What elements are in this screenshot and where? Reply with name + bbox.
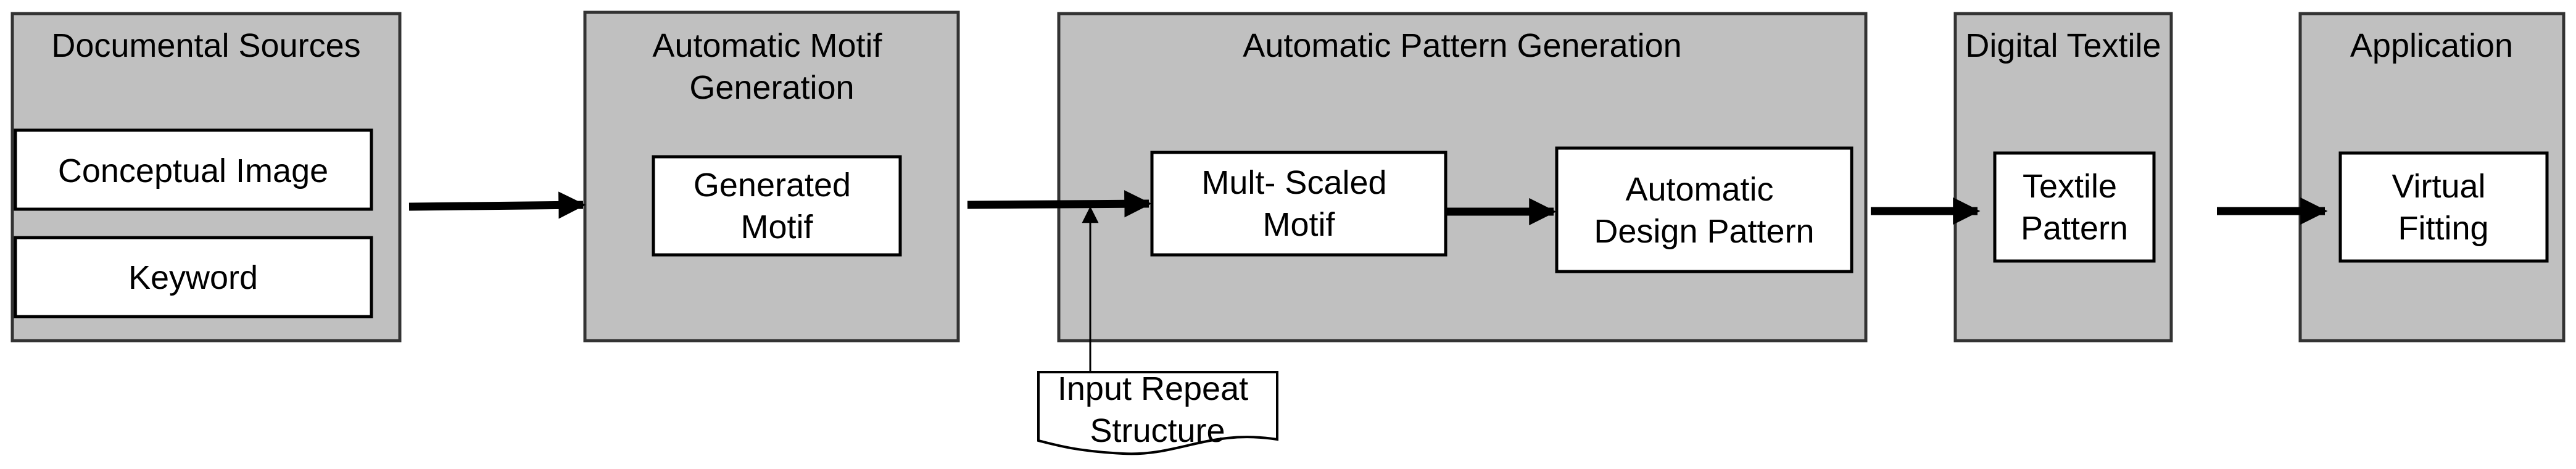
stage-automatic-motif-generation: Automatic Motif Generation Generated Mot… — [583, 10, 960, 342]
document-label: Input Repeat Structure — [1058, 370, 1257, 449]
box-textile-pattern: Textile Pattern — [1993, 151, 2156, 263]
stage-title: Automatic Motif Generation — [652, 27, 891, 106]
box-multi-scaled-motif: Mult- Scaled Motif — [1150, 151, 1447, 257]
input-repeat-structure-document: Input Repeat Structure — [1037, 370, 1278, 455]
stage-title: Documental Sources — [51, 27, 360, 64]
box-label: Mult- Scaled Motif — [1201, 164, 1396, 243]
box-label: Keyword — [128, 259, 258, 296]
stage-digital-textile: Digital Textile Textile Pattern — [1953, 12, 2173, 342]
arrow-sources-to-motif-generation — [408, 191, 586, 219]
stage-application: Application Virtual Fitting — [2298, 12, 2566, 342]
box-generated-motif: Generated Motif — [652, 155, 902, 257]
box-label: Textile Pattern — [2021, 168, 2128, 247]
box-conceptual-image: Conceptual Image — [14, 128, 373, 211]
box-keyword: Keyword — [14, 236, 373, 318]
box-label: Generated Motif — [694, 167, 860, 246]
box-virtual-fitting: Virtual Fitting — [2338, 151, 2549, 263]
stage-title: Automatic Pattern Generation — [1243, 27, 1681, 64]
arrow-motif-generation-to-multi-scaled-motif — [967, 190, 1152, 218]
stage-title: Digital Textile — [1965, 27, 2161, 64]
box-automatic-design-pattern: Automatic Design Pattern — [1555, 146, 1853, 273]
box-label: Conceptual Image — [58, 152, 328, 189]
stage-title: Application — [2350, 27, 2513, 64]
stage-documental-sources: Documental Sources Conceptual Image Keyw… — [10, 12, 402, 342]
stage-automatic-pattern-generation: Automatic Pattern Generation Mult- Scale… — [1057, 12, 1868, 342]
box-label: Automatic Design Pattern — [1594, 171, 1814, 250]
box-label: Virtual Fitting — [2392, 168, 2495, 247]
